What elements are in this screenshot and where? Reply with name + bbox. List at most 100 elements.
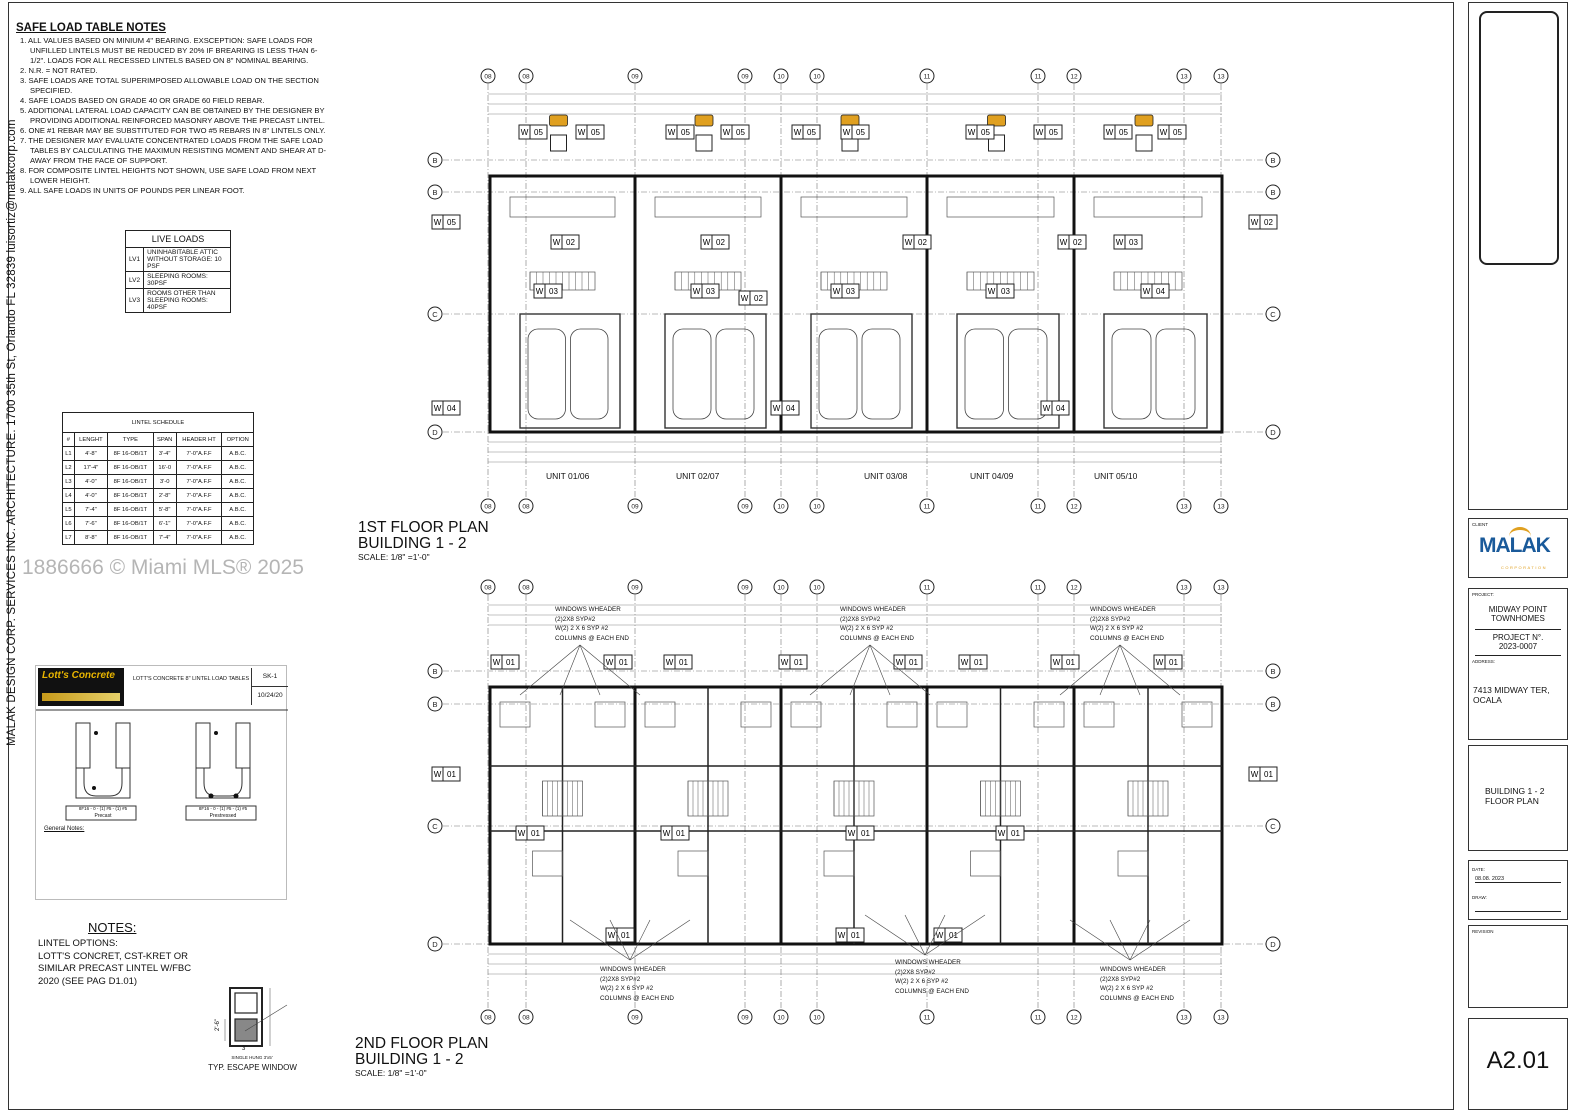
bed-icon bbox=[1117, 850, 1149, 877]
draw-label: DRAW: bbox=[1472, 895, 1487, 900]
window-tag-letter: W bbox=[961, 658, 969, 667]
window-tag-letter: W bbox=[553, 238, 561, 247]
note-line: W(2) 2 X 6 SYP #2 bbox=[840, 625, 894, 633]
grid-label: 13 bbox=[1217, 74, 1225, 81]
window-tag-letter: W bbox=[693, 287, 701, 296]
safe-load-note: 1. ALL VALUES BASED ON MINIUM 4" BEARING… bbox=[20, 36, 318, 65]
grid-label: 08 bbox=[484, 74, 492, 81]
window-tag-box bbox=[515, 825, 545, 841]
dining-table bbox=[509, 196, 616, 218]
car-icon bbox=[861, 328, 901, 420]
leader-line bbox=[869, 644, 931, 696]
leader-line bbox=[1059, 644, 1121, 696]
grid-label: 09 bbox=[631, 585, 639, 592]
safe-load-note: 8. FOR COMPOSITE LINTEL HEIGHTS NOT SHOW… bbox=[20, 166, 317, 185]
note-line: WINDOWS WHEADER bbox=[1100, 966, 1166, 973]
note-line: WINDOWS WHEADER bbox=[1090, 606, 1156, 613]
bed-icon bbox=[1181, 701, 1213, 728]
grid-bubble bbox=[773, 68, 789, 84]
grid-label: 11 bbox=[924, 585, 931, 592]
condenser-unit bbox=[988, 134, 1005, 152]
window-tag-letter: W bbox=[723, 128, 731, 137]
window-tag-number: 04 bbox=[447, 404, 456, 413]
safe-load-note: 6. ONE #1 REBAR MAY BE SUBSTITUTED FOR T… bbox=[20, 126, 326, 135]
logo-eagle-icon bbox=[1509, 527, 1531, 546]
window-tag-box bbox=[995, 825, 1025, 841]
window-tag-box bbox=[1050, 654, 1080, 670]
bed-icon bbox=[790, 701, 822, 728]
project-name: MIDWAY POINT TOWNHOMES bbox=[1488, 605, 1548, 623]
window-tag-box bbox=[431, 766, 461, 782]
window-tag-box bbox=[1140, 283, 1170, 299]
water-heater bbox=[840, 114, 860, 127]
grid-label: C bbox=[432, 310, 438, 319]
note-line: COLUMNS @ EACH END bbox=[1090, 634, 1164, 642]
grid-label: 08 bbox=[522, 74, 530, 81]
lotts-general-notes: General Notes: bbox=[44, 826, 85, 832]
grid-bubble bbox=[919, 579, 935, 595]
window-tag-box bbox=[1040, 400, 1070, 416]
leader-line bbox=[1129, 919, 1151, 961]
window-tag-number: 03 bbox=[706, 287, 715, 296]
grid-label: B bbox=[432, 156, 437, 165]
note-line: WINDOWS WHEADER bbox=[600, 966, 666, 973]
grid-label: 09 bbox=[741, 74, 749, 81]
water-heater bbox=[1134, 114, 1154, 127]
window-tag-letter: W bbox=[781, 658, 789, 667]
grid-bubble bbox=[427, 424, 443, 440]
window-tag-box bbox=[660, 825, 690, 841]
plan2-title: 2ND FLOOR PLAN bbox=[355, 1035, 489, 1052]
grid-bubble bbox=[1176, 498, 1192, 514]
window-tag-letter: W bbox=[838, 931, 846, 940]
window-tag-number: 03 bbox=[1001, 287, 1010, 296]
sheet-description-box: BUILDING 1 - 2 FLOOR PLAN bbox=[1468, 745, 1568, 851]
grid-label: B bbox=[1270, 156, 1275, 165]
window-tag-number: 01 bbox=[1066, 658, 1075, 667]
window-tag-number: 01 bbox=[1011, 829, 1020, 838]
window-tag-number: 05 bbox=[807, 128, 816, 137]
window-tag-number: 04 bbox=[1156, 287, 1165, 296]
escape-window-title: TYP. ESCAPE WINDOW bbox=[208, 1063, 297, 1072]
leader-line bbox=[1119, 644, 1181, 696]
car-icon bbox=[1155, 328, 1196, 420]
window-tag-box bbox=[1248, 214, 1278, 230]
grid-label: 13 bbox=[1180, 1015, 1188, 1022]
window-tag-number: 05 bbox=[1049, 128, 1058, 137]
prestressed-label: 8F16 - 0 - (1) #5 - (1) #5 bbox=[198, 806, 248, 811]
window-tag-letter: W bbox=[773, 404, 781, 413]
lintel-cell: 7'-0"A.F.F bbox=[175, 530, 223, 545]
grid-bubble bbox=[480, 579, 496, 595]
grid-bubble bbox=[1030, 579, 1046, 595]
window-tag-number: 01 bbox=[1169, 658, 1178, 667]
grid-bubble bbox=[1265, 936, 1281, 952]
window-tag-box bbox=[431, 400, 461, 416]
lintel-cell: 8'-8" bbox=[73, 530, 109, 545]
grid-label: B bbox=[432, 667, 437, 676]
window-tag-number: 01 bbox=[794, 658, 803, 667]
grid-bubble bbox=[1265, 306, 1281, 322]
window-tag-letter: W bbox=[521, 128, 529, 137]
leader-line bbox=[579, 644, 641, 696]
grid-bubble bbox=[1176, 68, 1192, 84]
safe-load-note: 5. ADDITIONAL LATERAL LOAD CAPACITY CAN … bbox=[20, 106, 325, 125]
exterior-wall bbox=[488, 685, 1224, 946]
window-tag-box bbox=[1153, 654, 1183, 670]
grid-bubble bbox=[1176, 1009, 1192, 1025]
grid-label: 12 bbox=[1070, 74, 1078, 81]
lintel-cell: 7'-4" bbox=[152, 530, 177, 545]
lotts-date: 10/24/20 bbox=[257, 692, 283, 699]
car-icon bbox=[527, 328, 566, 420]
grid-bubble bbox=[809, 498, 825, 514]
window-tag-number: 01 bbox=[974, 658, 983, 667]
window-tag-box bbox=[550, 234, 580, 250]
